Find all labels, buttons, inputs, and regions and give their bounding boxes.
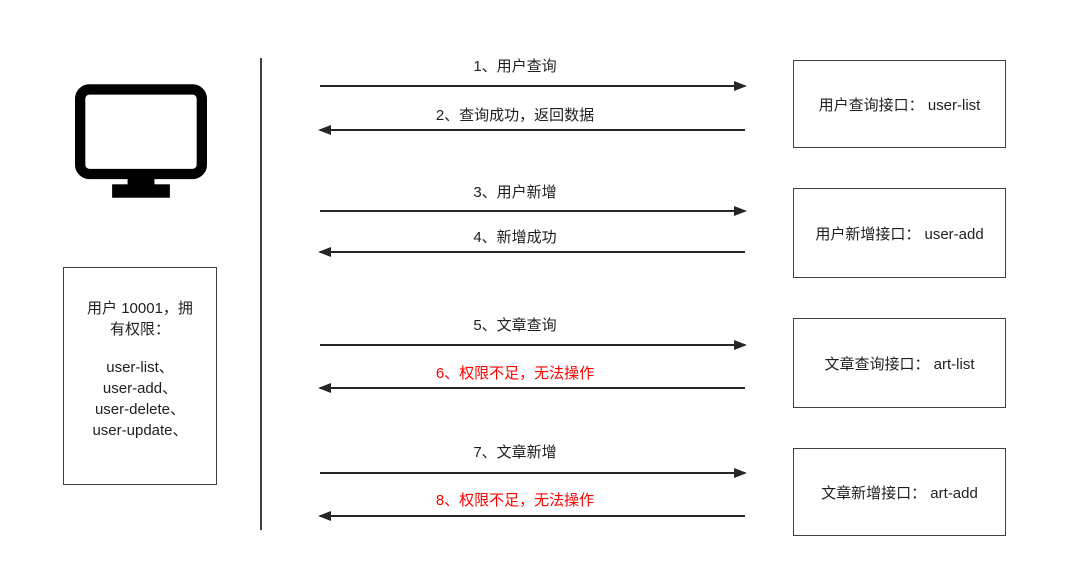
message-label: 5、文章查询 xyxy=(473,317,557,334)
endpoint-label: 文章新增接口： art-add xyxy=(821,484,978,502)
message-label: 4、新增成功 xyxy=(473,229,557,246)
arrowhead-left-icon xyxy=(318,247,331,257)
message-arrow-left xyxy=(318,511,745,521)
endpoint-box-art-list: 文章查询接口： art-list xyxy=(793,318,1006,408)
arrowhead-left-icon xyxy=(318,125,331,135)
arrowhead-right-icon xyxy=(734,81,747,91)
permission-item: user-delete、 xyxy=(94,401,186,418)
arrowhead-left-icon xyxy=(318,511,331,521)
permission-item: user-list、 xyxy=(106,359,174,376)
arrowhead-right-icon xyxy=(734,206,747,216)
client-permissions-box: 用户 10001，拥 有权限： user-list、 user-add、 use… xyxy=(63,267,217,485)
message-label-error: 6、权限不足，无法操作 xyxy=(435,365,595,382)
lifeline-divider xyxy=(260,58,262,530)
permission-item: user-add、 xyxy=(102,380,178,397)
arrowhead-left-icon xyxy=(318,383,331,393)
message-label: 7、文章新增 xyxy=(473,444,557,461)
monitor-icon xyxy=(75,84,207,198)
endpoint-label: 文章查询接口： art-list xyxy=(824,355,975,373)
permissions-text xyxy=(64,340,216,357)
message-label: 1、用户查询 xyxy=(473,58,557,75)
message-arrow-left xyxy=(318,125,745,135)
message-arrow-right xyxy=(320,81,747,91)
endpoint-label: 用户新增接口： user-add xyxy=(815,225,984,243)
message-arrow-left xyxy=(318,247,745,257)
message-label: 3、用户新增 xyxy=(473,184,557,201)
endpoint-box-art-add: 文章新增接口： art-add xyxy=(793,448,1006,536)
permissions-text: 有权限： xyxy=(109,321,170,338)
permissions-text: 用户 10001，拥 xyxy=(87,300,193,317)
endpoint-label: 用户查询接口： user-list xyxy=(818,96,981,114)
endpoint-box-user-list: 用户查询接口： user-list xyxy=(793,60,1006,148)
arrowhead-right-icon xyxy=(734,468,747,478)
message-arrow-right xyxy=(320,206,747,216)
message-label-error: 8、权限不足，无法操作 xyxy=(435,492,595,509)
message-label: 2、查询成功，返回数据 xyxy=(435,107,595,124)
message-arrow-right xyxy=(320,468,747,478)
arrowhead-right-icon xyxy=(734,340,747,350)
message-arrow-left xyxy=(318,383,745,393)
endpoint-box-user-add: 用户新增接口： user-add xyxy=(793,188,1006,278)
message-arrow-right xyxy=(320,340,747,350)
permission-item: user-update、 xyxy=(92,422,188,439)
